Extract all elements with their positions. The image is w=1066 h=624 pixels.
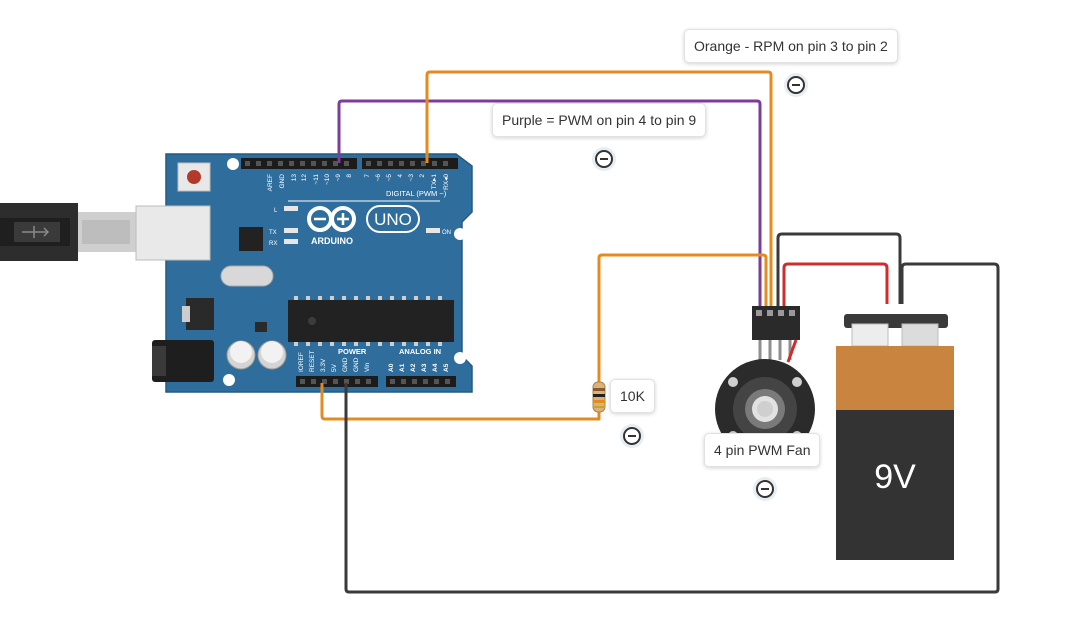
power-pin-label: 5V (331, 363, 338, 372)
note-resistor-text: 10K (620, 388, 645, 404)
note-fan-text: 4 pin PWM Fan (714, 442, 811, 458)
arduino-logo-icon (307, 206, 356, 232)
digital-pin-label: GND (279, 174, 286, 189)
digital-pin-label: TX▸1 (431, 174, 438, 190)
board-model: UNO (374, 210, 412, 229)
led-rx-label: RX (269, 241, 277, 247)
digital-pin-label: 7 (364, 174, 371, 178)
note-purple[interactable]: Purple = PWM on pin 4 to pin 9 (492, 103, 707, 137)
power-pin-label: 3.3V (320, 358, 327, 372)
digital-pin-label: ~6 (375, 174, 382, 182)
analog-pin-label: A5 (443, 363, 450, 372)
digital-pin-label: RX◂0 (443, 174, 450, 190)
note-resistor-collapse-icon[interactable] (623, 427, 641, 445)
digital-pin-label: AREF (267, 174, 274, 191)
wire-orange-rpm[interactable] (425, 70, 773, 308)
wire-black-gnd[interactable] (344, 262, 1000, 594)
wires (320, 70, 1000, 594)
note-fan[interactable]: 4 pin PWM Fan (704, 433, 821, 467)
digital-pin-label: 2 (419, 174, 426, 178)
digital-pin-label: 12 (301, 174, 308, 182)
power-pin-label: GND (342, 357, 349, 372)
analog-pin-label: A4 (432, 363, 439, 372)
led-on-label: ON (442, 230, 451, 236)
note-purple-collapse-icon[interactable] (595, 150, 613, 168)
digital-pin-label: 4 (397, 174, 404, 178)
note-orange-text: Orange - RPM on pin 3 to pin 2 (694, 38, 888, 54)
digital-pin-label: ~11 (313, 174, 320, 185)
digital-pin-label: ~9 (335, 174, 342, 182)
led-l-label: L (274, 208, 278, 214)
board-brand: ARDUINO (311, 236, 353, 246)
note-resistor[interactable]: 10K (610, 379, 655, 413)
analog-pin-label: A1 (399, 363, 406, 372)
analog-pin-label: A3 (421, 363, 428, 372)
note-fan-collapse-icon[interactable] (756, 480, 774, 498)
header-analog (386, 376, 456, 387)
digital-pin-label: 8 (346, 174, 353, 178)
analog-label: ANALOG IN (399, 347, 441, 356)
led-tx-label: TX (269, 230, 277, 236)
header-top-left (241, 158, 357, 169)
digital-label: DIGITAL (PWM ~) (386, 189, 447, 198)
wire-red[interactable] (782, 262, 889, 308)
resistor-10k[interactable] (592, 381, 606, 413)
analog-pin-label: A2 (410, 363, 417, 372)
digital-pin-label: ~10 (324, 174, 331, 185)
wire-purple[interactable] (337, 99, 762, 308)
power-pin-label: Vin (364, 362, 371, 372)
arduino-board[interactable]: UNO ARDUINO DIGITAL (PWM ~) POWER ANALOG… (135, 153, 473, 393)
note-orange-collapse-icon[interactable] (787, 76, 805, 94)
note-orange[interactable]: Orange - RPM on pin 3 to pin 2 (684, 29, 898, 63)
power-pin-label: IOREF (298, 352, 305, 372)
power-pin-label: RESET (309, 350, 316, 372)
power-pin-label: GND (353, 357, 360, 372)
analog-pin-label: A0 (388, 363, 395, 372)
wire-orange-pullup[interactable] (320, 253, 768, 421)
digital-pin-label: 13 (291, 174, 298, 182)
battery-9v[interactable]: 9V (836, 314, 954, 560)
digital-pin-label: ~5 (386, 174, 393, 182)
power-label: POWER (338, 347, 367, 356)
digital-pin-label: ~3 (408, 174, 415, 182)
wire-black-fan[interactable] (776, 232, 902, 308)
note-purple-text: Purple = PWM on pin 4 to pin 9 (502, 112, 697, 128)
battery-label: 9V (874, 458, 916, 496)
